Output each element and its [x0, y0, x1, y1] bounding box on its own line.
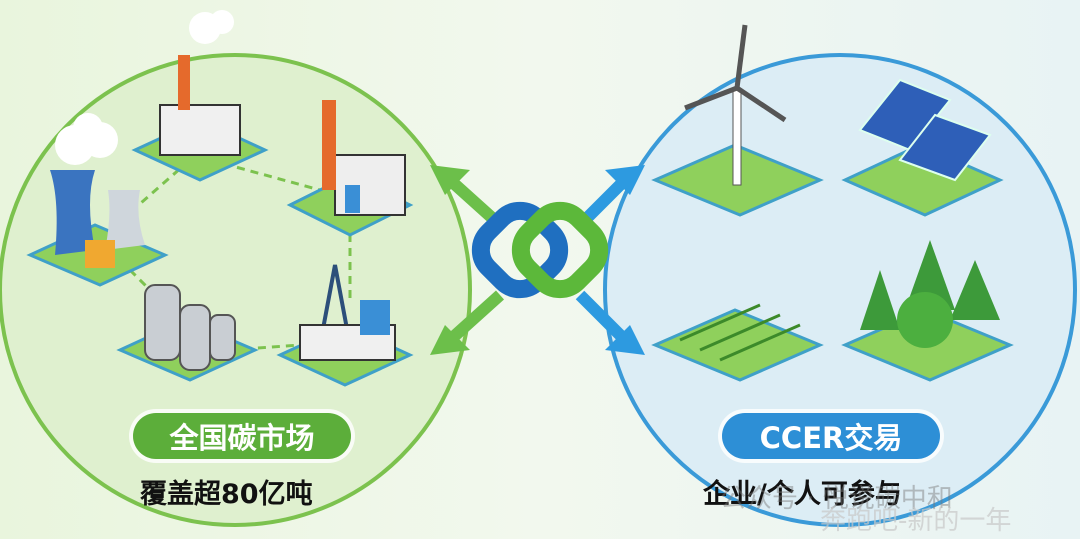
arrow-down-left-icon — [430, 290, 505, 355]
national-carbon-market-subtitle: 覆盖超80亿吨 — [140, 479, 313, 510]
industrial-building-icon — [286, 100, 414, 237]
solar-panels-icon — [841, 78, 1004, 217]
factory-icon — [131, 10, 269, 182]
oil-rig-plant-icon — [276, 264, 414, 387]
wind-turbine-icon — [651, 24, 824, 217]
watermark-line2: 奔跑吧-新的一年 — [820, 506, 1012, 536]
chemical-tanks-icon — [116, 284, 259, 382]
coal-power-plant-icon — [26, 113, 169, 287]
farmland-icon — [651, 303, 824, 382]
chain-link-icon — [471, 201, 609, 299]
forest-icon — [841, 240, 1014, 382]
watermark-line1: 公众号 · 悦说碳中和 — [720, 484, 953, 514]
arrow-down-right-icon — [575, 290, 645, 355]
national-carbon-market-label: 全国碳市场 — [133, 413, 351, 459]
ccer-trading-label: CCER交易 — [722, 413, 940, 459]
ccer-trading-subtitle: 企业/个人可参与 — [703, 479, 902, 510]
